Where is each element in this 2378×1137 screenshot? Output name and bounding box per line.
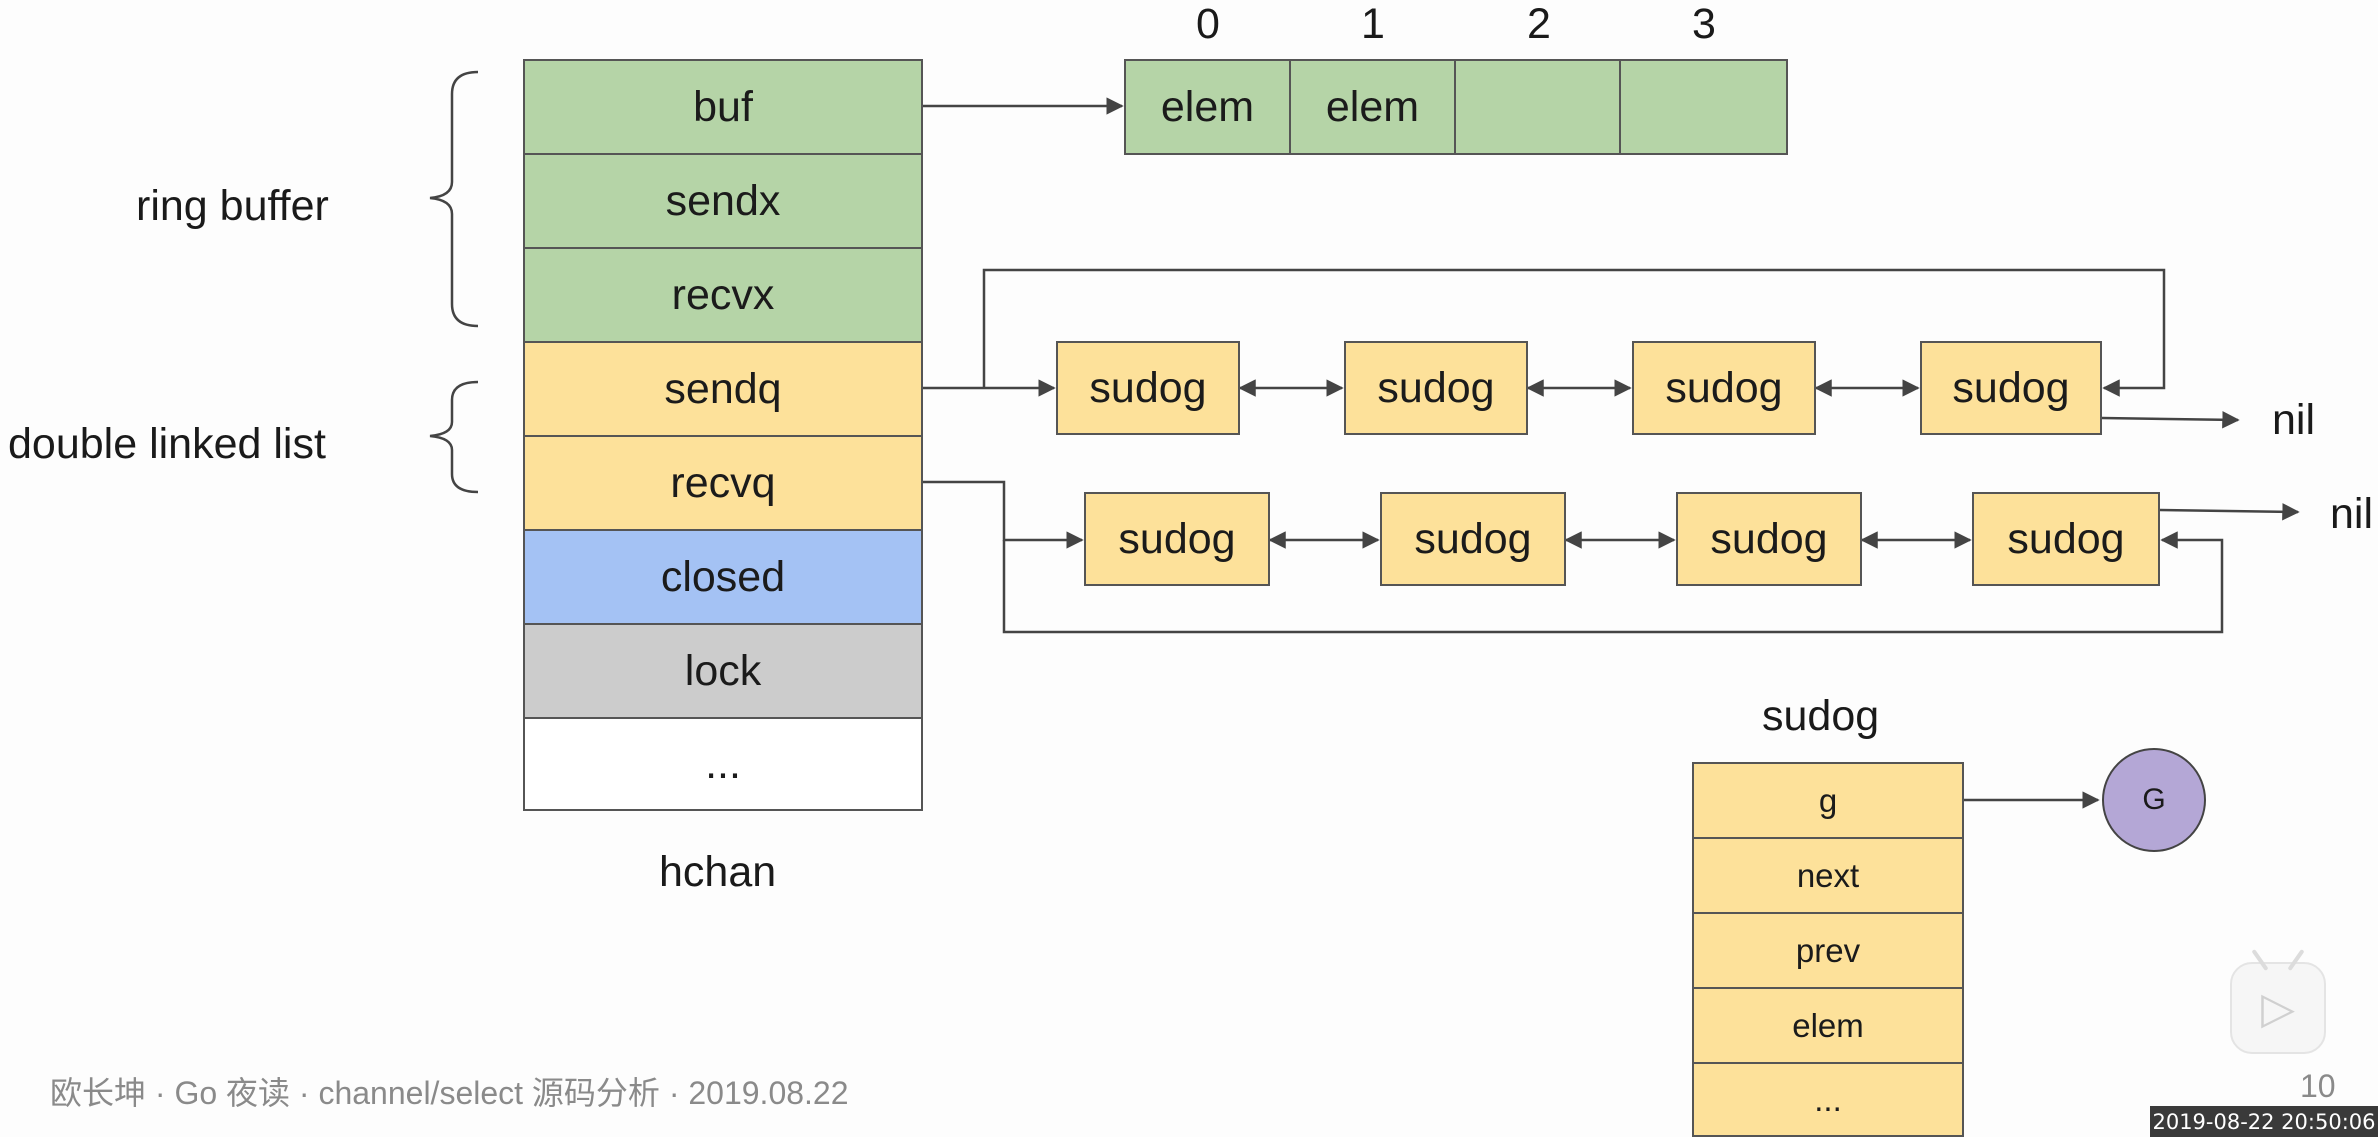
recvq-sudog-0: sudog (1084, 492, 1270, 586)
ring-buffer-label: ring buffer (136, 182, 329, 230)
sendq-nil-label: nil (2272, 396, 2316, 444)
sudog-field-elem: elem (1692, 987, 1964, 1064)
sudog-field-more: ... (1692, 1062, 1964, 1137)
recvq-sudog-1: sudog (1380, 492, 1566, 586)
buffer-index-3: 3 (1692, 0, 1716, 48)
recvq-nil-label: nil (2330, 490, 2374, 538)
sendq-sudog-1: sudog (1344, 341, 1528, 435)
sendq-sudog-0: sudog (1056, 341, 1240, 435)
buffer-slot-2 (1454, 59, 1621, 155)
play-icon: ▷ (2261, 983, 2295, 1033)
hchan-field-recvq: recvq (523, 435, 923, 531)
hchan-field-buf: buf (523, 59, 923, 155)
goroutine-node: G (2102, 748, 2206, 852)
sudog-struct-title: sudog (1762, 692, 1880, 740)
sudog-field-g: g (1692, 762, 1964, 839)
buffer-index-2: 2 (1527, 0, 1551, 48)
sendq-sudog-3: sudog (1920, 341, 2102, 435)
sendq-sudog-2: sudog (1632, 341, 1816, 435)
hchan-field-recvx: recvx (523, 247, 923, 343)
hchan-caption: hchan (659, 848, 777, 896)
hchan-field-sendq: sendq (523, 341, 923, 437)
recvq-sudog-3: sudog (1972, 492, 2160, 586)
page-number: 10 (2300, 1068, 2336, 1104)
sudog-field-prev: prev (1692, 912, 1964, 989)
buffer-index-0: 0 (1196, 0, 1220, 48)
recvq-sudog-2: sudog (1676, 492, 1862, 586)
linked-list-brace (429, 380, 479, 494)
hchan-field-more: ... (523, 717, 923, 811)
footer-caption: 欧长坤 · Go 夜读 · channel/select 源码分析 · 2019… (50, 1075, 849, 1111)
play-button[interactable]: ▷ (2230, 962, 2326, 1054)
buffer-slot-3 (1619, 59, 1788, 155)
double-linked-list-label: double linked list (8, 420, 326, 468)
timestamp-overlay: 2019-08-22 20:50:06 (2150, 1106, 2378, 1137)
buffer-index-1: 1 (1361, 0, 1385, 48)
hchan-field-closed: closed (523, 529, 923, 625)
hchan-field-sendx: sendx (523, 153, 923, 249)
buffer-slot-1: elem (1289, 59, 1456, 155)
buffer-slot-0: elem (1124, 59, 1291, 155)
hchan-field-lock: lock (523, 623, 923, 719)
ring-buffer-brace (429, 70, 479, 328)
sudog-field-next: next (1692, 837, 1964, 914)
